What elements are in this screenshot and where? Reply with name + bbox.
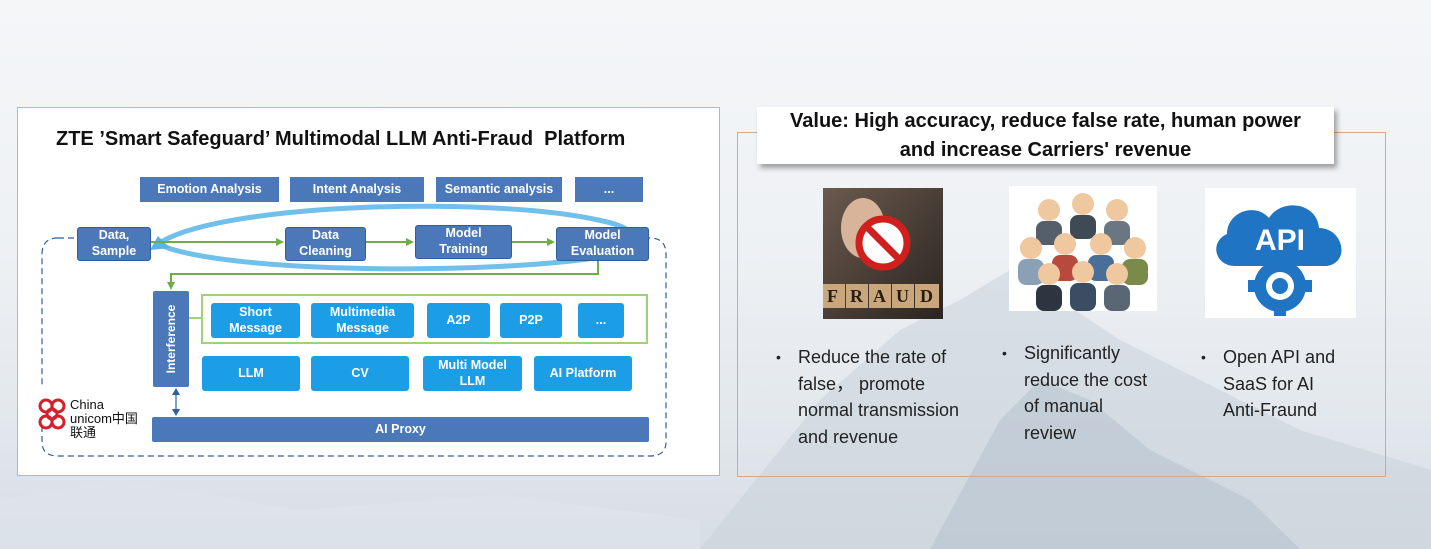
value-bullet-3-l3: Anti-Fraund [1223,397,1335,424]
value-bullet-3-l2: SaaS for AI [1223,371,1335,398]
intent-analysis-box: Intent Analysis [290,177,424,202]
pipeline-data-sample: Data, Sample [77,227,151,261]
pipeline-data-cleaning: Data Cleaning [285,227,366,261]
pipeline-data-cleaning-l2: Cleaning [299,244,352,260]
value-title-line1: Value: High accuracy, reduce false rate,… [790,107,1301,136]
service-multimedia-message-l2: Message [336,321,389,337]
pipeline-model-training-l2: Training [439,242,488,258]
more-analysis-box: ... [575,177,643,202]
pipeline-model-evaluation-l2: Evaluation [571,244,634,260]
ai-proxy-bar: AI Proxy [152,417,649,442]
platform-panel: ZTE ’Smart Safeguard’ Multimodal LLM Ant… [17,107,720,476]
service-multimedia-message-l1: Multimedia [330,305,395,321]
value-bullet-2-l2: reduce the cost [1024,367,1147,394]
bullet-dot-icon: • [1002,340,1007,367]
value-bullet-2-l1: Significantly [1024,340,1147,367]
bullet-dot-icon: • [776,344,781,371]
service-short-message: Short Message [211,303,300,338]
pipeline-model-training: Model Training [415,225,512,259]
bullet-dot-icon: • [1201,344,1206,371]
unicom-logo-line2: unicom中国联通 [70,412,149,440]
value-bullet-1-l4: and revenue [798,424,959,451]
value-bullet-2-l4: review [1024,420,1147,447]
svg-text:U: U [896,286,909,306]
unicom-logo-text: China unicom中国联通 [70,398,149,440]
value-title-line2: and increase Carriers' revenue [790,136,1301,165]
service-short-message-l2: Message [229,321,282,337]
service-a2p: A2P [427,303,490,338]
pipeline-model-evaluation-l1: Model [584,228,620,244]
svg-text:D: D [920,286,933,306]
fraud-block-image: F R A U D [823,188,943,319]
value-bullet-1-l3: normal transmission [798,397,959,424]
interference-box: Interference [153,291,189,387]
pipeline-model-training-l1: Model [445,226,481,242]
service-short-message-l1: Short [239,305,272,321]
svg-text:R: R [850,286,864,306]
service-more: ... [578,303,624,338]
api-cloud-icon: API [1205,188,1356,318]
value-bullet-1: • Reduce the rate of false， promote norm… [776,344,959,450]
value-bullet-3-l1: Open API and [1223,344,1335,371]
capability-cv: CV [311,356,409,391]
china-unicom-logo: China unicom中国联通 [34,396,149,436]
semantic-analysis-box: Semantic analysis [436,177,562,202]
value-title-box: Value: High accuracy, reduce false rate,… [757,107,1334,164]
emotion-analysis-box: Emotion Analysis [140,177,279,202]
svg-text:A: A [873,286,886,306]
value-bullet-1-l1: Reduce the rate of [798,344,959,371]
capability-multi-model-llm-l2: LLM [460,374,486,390]
capability-multi-model-llm-l1: Multi Model [438,358,507,374]
pipeline-data-sample-l2: Sample [92,244,136,260]
service-p2p: P2P [500,303,562,338]
pipeline-data-cleaning-l1: Data [312,228,339,244]
svg-text:F: F [827,286,838,306]
capability-ai-platform: AI Platform [534,356,632,391]
unicom-logo-line1: China [70,398,149,412]
value-bullet-3: • Open API and SaaS for AI Anti-Fraund [1201,344,1335,424]
value-bullet-1-l2: false， promote [798,371,959,398]
team-people-image [1009,186,1157,311]
value-bullet-2: • Significantly reduce the cost of manua… [1002,340,1147,446]
unicom-knot-icon [34,396,70,434]
interference-label: Interference [164,305,178,374]
pipeline-model-evaluation: Model Evaluation [556,227,649,261]
capability-llm: LLM [202,356,300,391]
service-multimedia-message: Multimedia Message [311,303,414,338]
value-bullet-2-l3: of manual [1024,393,1147,420]
pipeline-data-sample-l1: Data, [99,228,130,244]
capability-multi-model-llm: Multi Model LLM [423,356,522,391]
api-image-text: API [1255,224,1305,257]
